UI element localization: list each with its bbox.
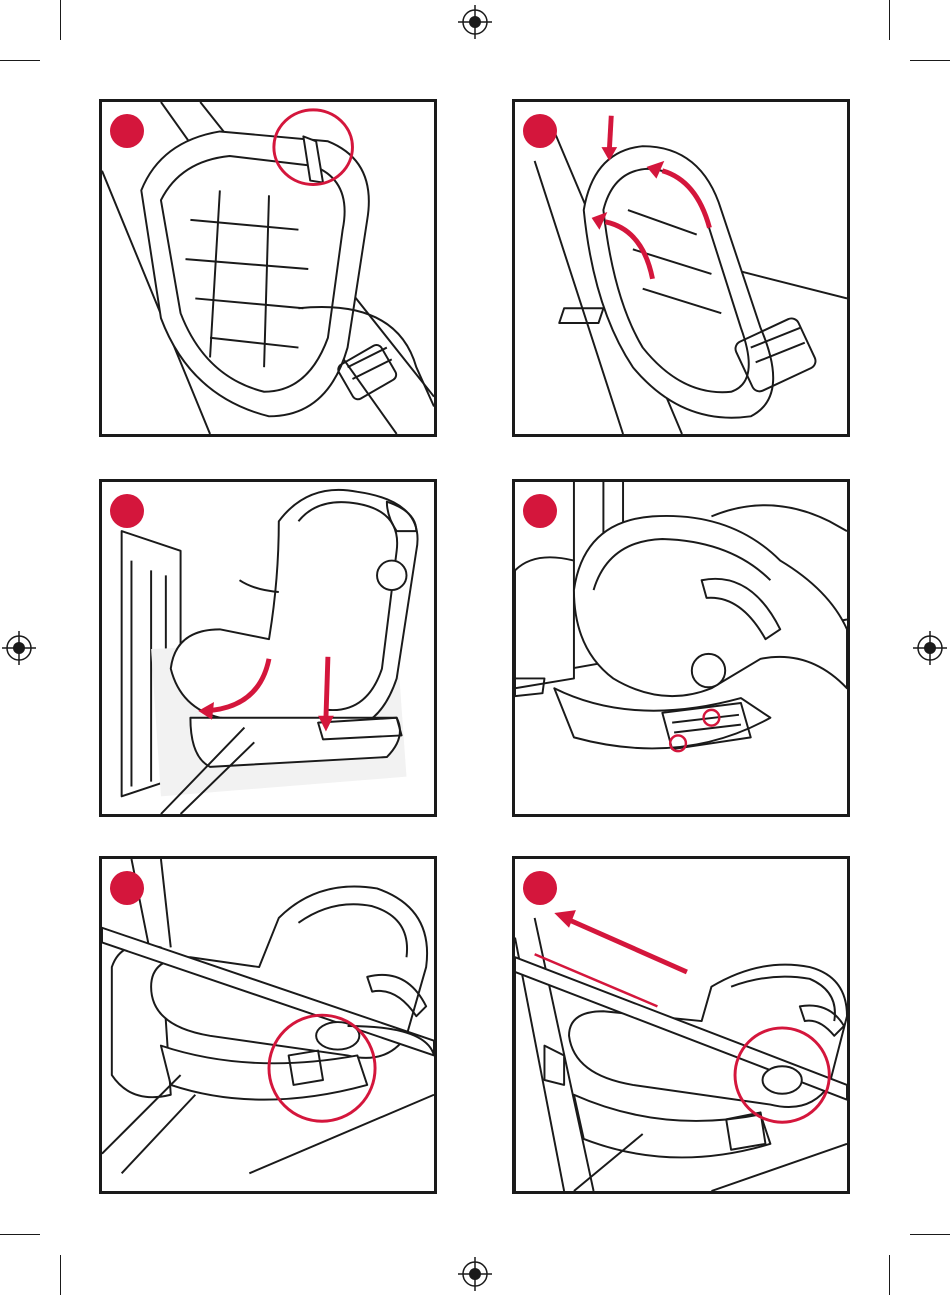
crop-mark-top-right-h [910, 60, 950, 61]
step-number [110, 114, 144, 148]
crop-mark-top-right-v [889, 0, 890, 40]
pull-belt-arrow-icon [569, 920, 687, 972]
push-down-arrow-icon [326, 657, 328, 718]
crop-mark-top-left-v [60, 0, 61, 40]
crop-mark-bottom-right-v [889, 1255, 890, 1295]
step-panel-3 [99, 479, 437, 817]
step-badge [110, 871, 144, 905]
car-seat-icon [102, 482, 434, 814]
step-badge [523, 494, 557, 528]
crop-mark-bottom-left-h [0, 1234, 40, 1235]
step-panel-4 [512, 479, 850, 817]
step-panel-2 [512, 99, 850, 437]
car-seat-icon [515, 859, 847, 1191]
car-seat-base-icon [515, 102, 847, 434]
car-seat-base-icon [102, 102, 434, 434]
step-number [110, 871, 144, 905]
car-seat-icon [102, 859, 434, 1191]
push-down-arrow-icon [609, 116, 611, 151]
step-badge [110, 114, 144, 148]
registration-mark-icon [458, 5, 492, 39]
step-number [110, 494, 144, 528]
step-badge [523, 114, 557, 148]
step-badge [110, 494, 144, 528]
step-panel-5 [99, 856, 437, 1194]
crop-mark-bottom-left-v [60, 1255, 61, 1295]
step-panel-6 [512, 856, 850, 1194]
crop-mark-top-left-h [0, 60, 40, 61]
crop-mark-bottom-right-h [910, 1234, 950, 1235]
registration-mark-icon [2, 631, 36, 665]
car-seat-icon [515, 482, 847, 814]
step-number [523, 871, 557, 905]
step-number [523, 114, 557, 148]
step-panel-1 [99, 99, 437, 437]
step-number [523, 494, 557, 528]
registration-mark-icon [458, 1257, 492, 1291]
registration-mark-icon [913, 631, 947, 665]
step-badge [523, 871, 557, 905]
